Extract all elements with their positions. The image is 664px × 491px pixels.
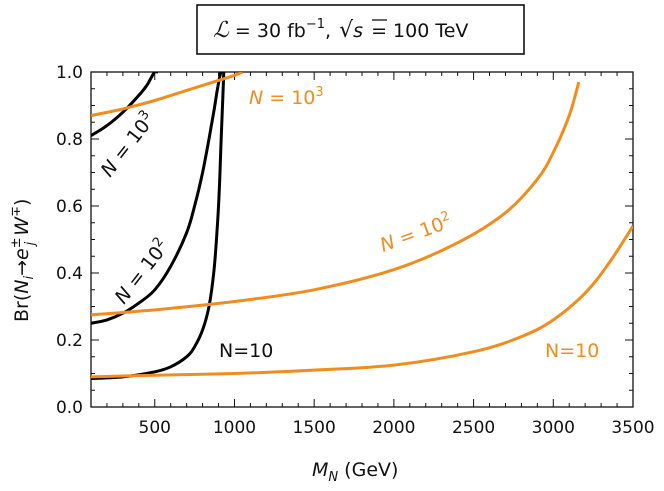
series-line-4 [91, 81, 581, 317]
label-black-n1000: N = 103 [95, 107, 160, 181]
label-black-n100: N = 102 [109, 234, 174, 308]
title-box: ℒ = 30 fb−1, √s = 100 TeV [196, 4, 525, 55]
title-separator: , [325, 20, 337, 42]
x-tick-label: 500 [139, 418, 171, 438]
x-tick-label: 2000 [372, 418, 415, 438]
sqrt-argument: s [353, 20, 363, 42]
x-tick-label: 3500 [611, 418, 654, 438]
x-tick-label: 1000 [213, 418, 256, 438]
energy-value: = 100 TeV [365, 20, 468, 42]
series-line-0 [91, 72, 226, 380]
axis-ticks: 500 1000 1500 2000 2500 3000 3500 0.0 0.2 0.4 0.6 0… [56, 63, 655, 438]
chart-title: ℒ = 30 fb−1, √s = 100 TeV [213, 17, 468, 43]
sqrt-symbol: √ [339, 18, 354, 43]
data-curves [91, 72, 633, 380]
lumi-symbol: ℒ [213, 18, 230, 43]
y-axis-label: Br(Ni→e±j W∓) [9, 199, 38, 322]
label-orange-n10: N=10 [545, 340, 599, 362]
y-tick-label: 0.6 [56, 197, 83, 217]
x-tick-label: 1500 [293, 418, 336, 438]
lumi-value: = 30 fb [229, 20, 306, 42]
x-tick-label: 3000 [532, 418, 575, 438]
y-tick-label: 0.2 [56, 331, 83, 351]
label-orange-n1000: N = 103 [249, 85, 324, 109]
curve-labels: N=10 N = 102 N = 103 N=10 N = 102 N = 10… [95, 85, 600, 362]
series-line-5 [91, 72, 244, 118]
label-black-n10: N=10 [219, 340, 273, 362]
lumi-exponent: −1 [306, 17, 325, 32]
y-tick-label: 0.4 [56, 264, 83, 284]
y-tick-label: 0.8 [56, 130, 83, 150]
y-tick-label: 0.0 [56, 398, 83, 418]
series-line-3 [91, 225, 633, 379]
title-frame [196, 4, 525, 55]
series-line-1 [91, 72, 223, 325]
y-tick-label: 1.0 [56, 63, 83, 83]
x-axis-label: MN (GeV) [312, 459, 398, 485]
series-line-2 [91, 72, 158, 137]
x-tick-label: 2500 [452, 418, 495, 438]
